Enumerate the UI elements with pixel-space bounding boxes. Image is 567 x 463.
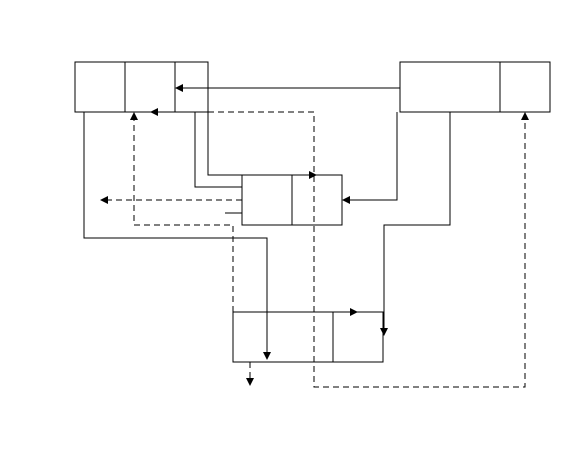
arrowhead <box>521 112 529 120</box>
dashed-link-bottom-to-below <box>246 362 254 386</box>
node-top-left <box>74 61 209 113</box>
arrowhead <box>130 112 138 120</box>
solid-link-topleft-to-bottom-a <box>194 112 358 316</box>
node-bottom-frame <box>232 311 384 363</box>
node-top-right-frame <box>399 61 551 113</box>
solid-links <box>83 84 451 360</box>
node-bottom <box>232 311 384 363</box>
arrowhead <box>309 171 317 179</box>
solid-link-right-to-topleft <box>175 84 400 92</box>
node-top-right <box>399 61 551 113</box>
arrowhead <box>380 328 388 336</box>
arrowhead <box>100 196 108 204</box>
dashed-link-bottom-to-topleft <box>130 112 234 312</box>
solid-link-right-to-middle <box>342 112 398 204</box>
solid-link-topleft-to-middle <box>207 112 317 179</box>
dashed-links <box>100 108 529 388</box>
solid-link-right-to-bottom <box>380 112 451 336</box>
arrowhead <box>246 378 254 386</box>
solid-link-topleft-to-bottom-b <box>83 112 271 360</box>
node-top-left-frame <box>74 61 209 113</box>
dashed-link-middle-to-left <box>100 196 242 204</box>
arrowhead <box>342 196 350 204</box>
arrowhead <box>175 84 183 92</box>
arrowhead <box>350 308 358 316</box>
dashed-link-topleft-self <box>100 108 529 388</box>
arrowhead <box>150 108 158 116</box>
arrowhead <box>263 352 271 360</box>
node-middle <box>241 174 343 226</box>
